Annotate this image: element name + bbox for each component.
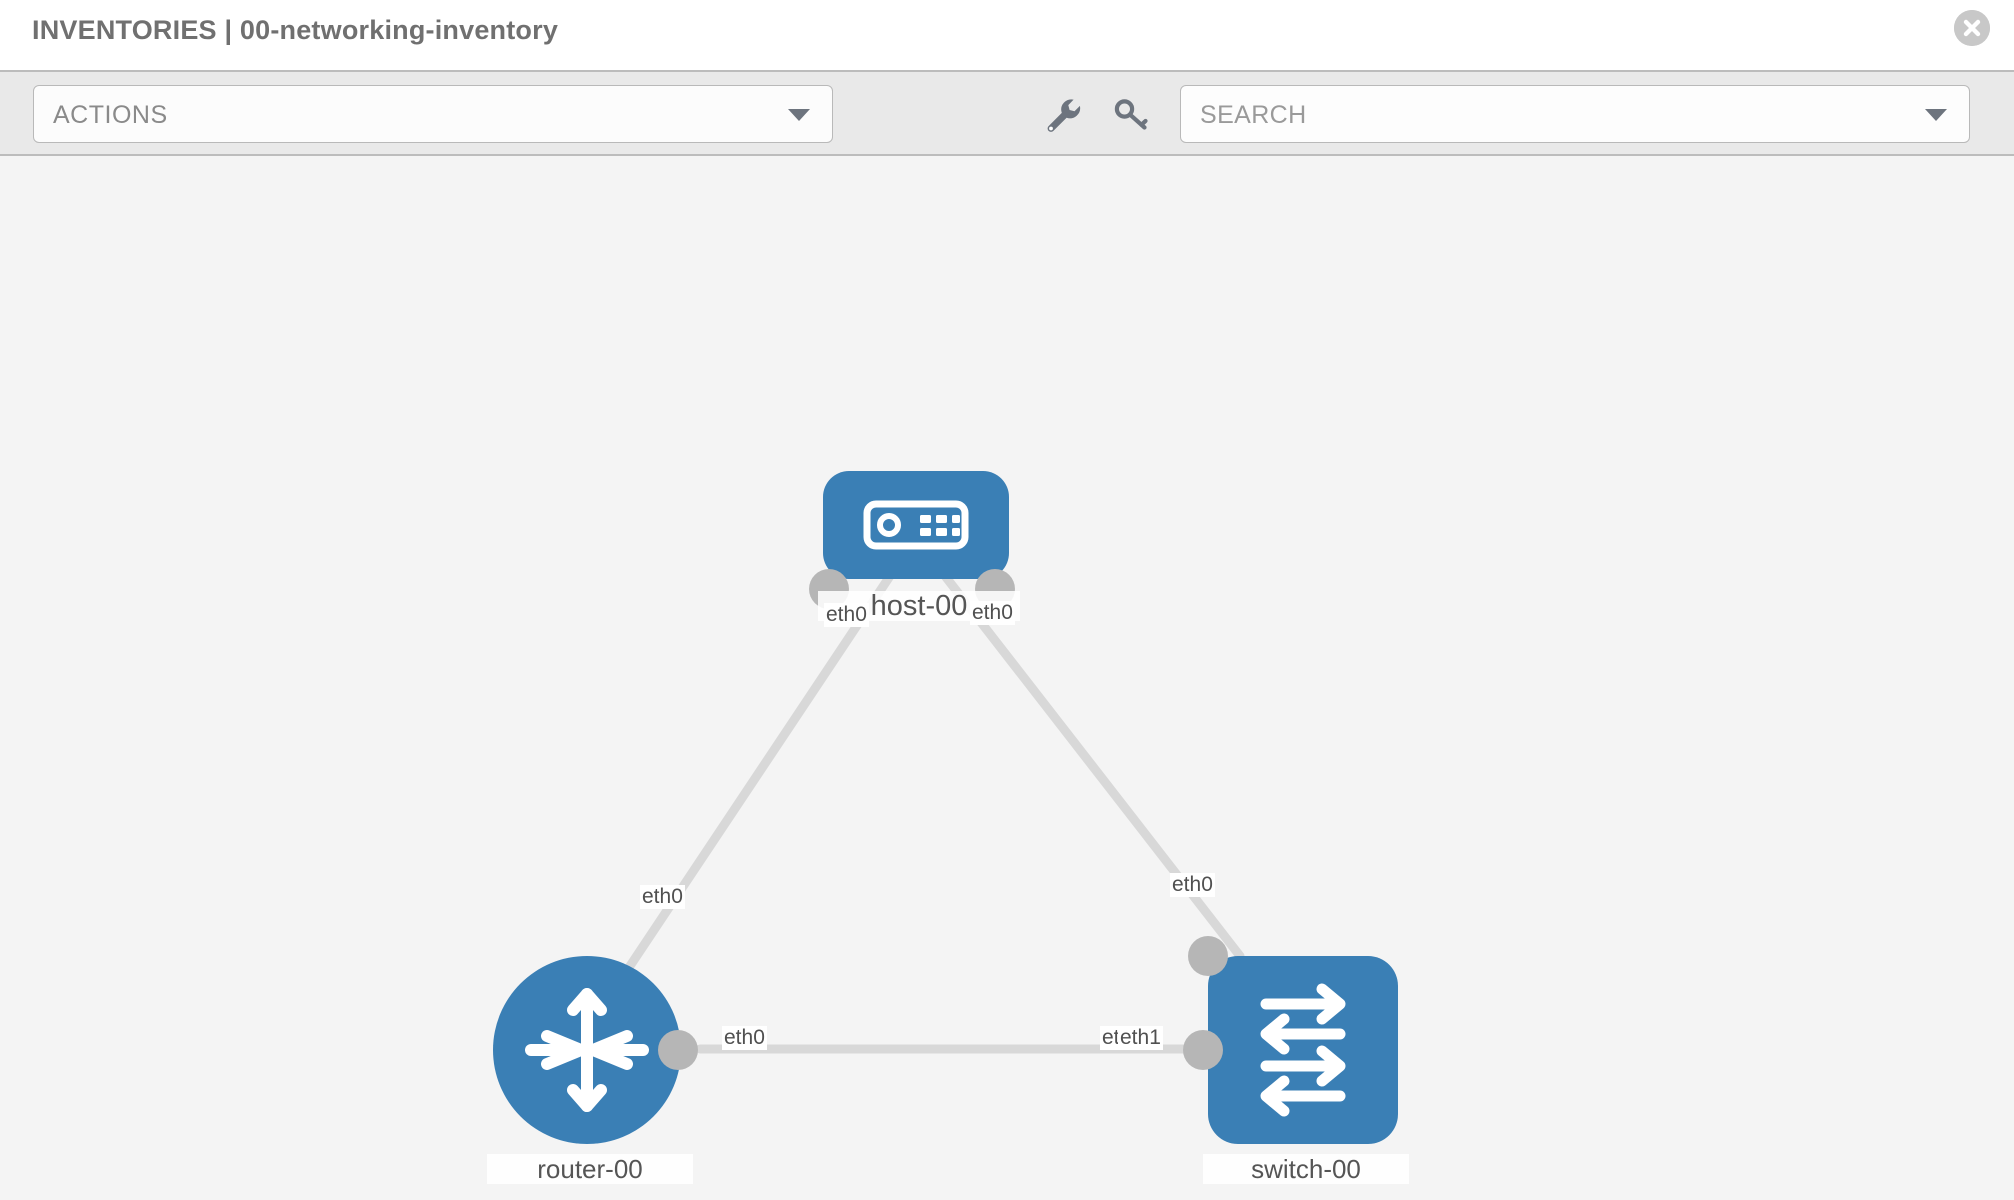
router-node-shape xyxy=(493,956,681,1144)
switch-icon xyxy=(1260,983,1346,1117)
router-icon xyxy=(525,988,649,1112)
edge-label-switch-up: eth0 xyxy=(1170,873,1215,897)
search-placeholder: SEARCH xyxy=(1200,101,1307,129)
edge-label-host-right: eth0 xyxy=(970,601,1015,625)
page-header: INVENTORIES | 00-networking-inventory xyxy=(0,0,2014,70)
link-host-router xyxy=(605,571,895,1001)
host-node-shape xyxy=(823,471,1009,579)
actions-dropdown[interactable]: ACTIONS xyxy=(33,85,833,143)
switch-node-shape xyxy=(1208,956,1398,1144)
edge-label-router-up: eth0 xyxy=(640,885,685,909)
edge-label-host-left: eth0 xyxy=(824,603,869,627)
topology-node-router-00[interactable]: router-00 xyxy=(487,956,698,1184)
key-icon[interactable] xyxy=(1110,94,1152,136)
page-title: INVENTORIES | 00-networking-inventory xyxy=(32,15,559,45)
chevron-down-icon[interactable] xyxy=(1925,109,1947,121)
topology-links xyxy=(605,571,1245,1054)
topology-node-switch-00[interactable]: switch-00 xyxy=(1183,936,1409,1184)
switch-port-top[interactable] xyxy=(1188,936,1228,976)
toolbar: ACTIONS SEARCH xyxy=(0,70,2014,156)
chevron-down-icon xyxy=(788,109,810,121)
actions-dropdown-label: ACTIONS xyxy=(53,101,168,129)
topology-canvas[interactable]: host-00 eth0 eth0 router-00 eth0 eth0 xyxy=(0,156,2014,1200)
server-icon xyxy=(863,500,969,550)
search-input[interactable]: SEARCH xyxy=(1180,85,1970,143)
edge-label-switch-left: eth1 xyxy=(1118,1026,1163,1050)
router-port-right[interactable] xyxy=(658,1030,698,1070)
wrench-icon[interactable] xyxy=(1042,94,1084,136)
link-host-switch xyxy=(940,571,1245,961)
topology-node-label-switch-00: switch-00 xyxy=(1203,1154,1409,1184)
topology-node-host-00[interactable]: host-00 xyxy=(809,471,1020,621)
topology-node-label-router-00: router-00 xyxy=(487,1154,693,1184)
edge-label-router-right: eth0 xyxy=(722,1026,767,1050)
close-icon[interactable] xyxy=(1954,10,1990,46)
switch-port-left[interactable] xyxy=(1183,1030,1223,1070)
